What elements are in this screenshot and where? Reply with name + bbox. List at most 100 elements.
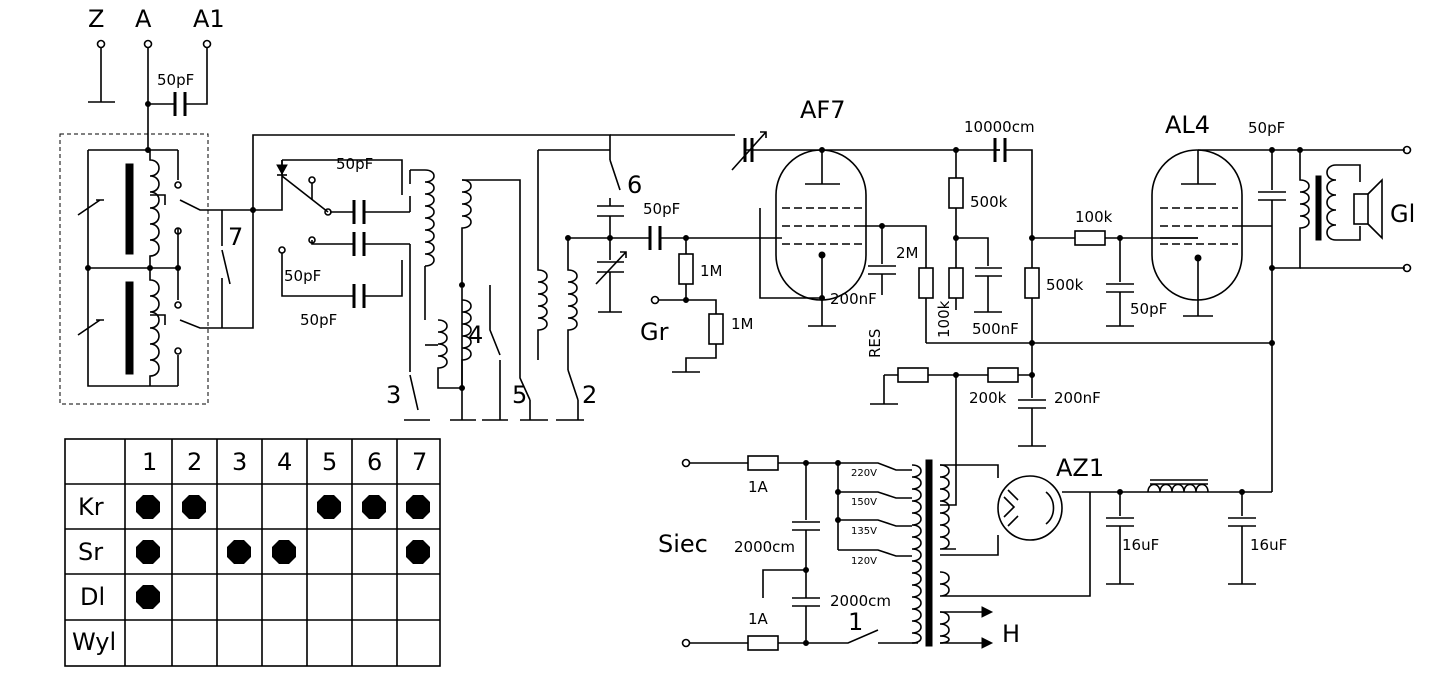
r-1m-b-label: 1M xyxy=(731,315,754,333)
contact xyxy=(174,181,182,189)
table-dot-sr-4 xyxy=(272,540,296,564)
table-header: 3 xyxy=(232,448,247,476)
res-label: RES xyxy=(866,329,884,358)
table-header: 6 xyxy=(367,448,382,476)
table-header: 2 xyxy=(187,448,202,476)
switch-6-label: 6 xyxy=(627,171,642,199)
terminal-out-1[interactable] xyxy=(1402,145,1412,155)
switch-2-label: 2 xyxy=(582,381,597,409)
r-2m-label: 2M xyxy=(896,244,919,262)
switch-4-label: 4 xyxy=(468,321,483,349)
v120-label: 120V xyxy=(851,556,877,567)
switch-7-label: 7 xyxy=(228,223,243,251)
table-dot-sr-1 xyxy=(136,540,160,564)
r-1m-a-label: 1M xyxy=(700,262,723,280)
coupling-network: 500k 100k 500nF 10000cm 500k 100k 50pF xyxy=(926,118,1272,346)
table-row-label: Wyl xyxy=(72,628,116,656)
terminal-z[interactable] xyxy=(96,39,106,49)
terminal-a1[interactable] xyxy=(202,39,212,49)
table-row-label: Dl xyxy=(80,583,105,611)
input-coil-box xyxy=(59,133,222,405)
fuse-2-label: 1A xyxy=(748,610,769,628)
c-grid-label: 50pF xyxy=(643,200,680,218)
c-sw1-label: 50pF xyxy=(336,155,373,173)
table-row-label: Sr xyxy=(78,538,103,566)
r-200k-label: 200k xyxy=(969,389,1007,407)
contact xyxy=(174,301,182,309)
table-row-label: Kr xyxy=(78,493,104,521)
tuning-section: 6 50pF Gr 1M 1M xyxy=(565,134,760,373)
al4-label: AL4 xyxy=(1165,111,1210,139)
c-sw3-label: 50pF xyxy=(300,311,337,329)
v135-label: 135V xyxy=(851,526,877,537)
antenna-terminals: Z A A1 50pF xyxy=(88,5,225,150)
siec-label: Siec xyxy=(658,530,708,558)
c-al4-label: 50pF xyxy=(1248,119,1285,137)
speaker-magnet xyxy=(1353,193,1369,225)
switch-1-label: 1 xyxy=(848,608,863,636)
switch-5-label: 5 xyxy=(512,381,527,409)
terminal-a[interactable] xyxy=(143,39,153,49)
rf-coils: 3 4 5 2 xyxy=(386,149,610,421)
c-ant-label: 50pF xyxy=(157,71,194,89)
terminal-gr[interactable] xyxy=(650,295,660,305)
table-dots xyxy=(136,495,430,609)
az1-rectifier: AZ1 16uF 16uF xyxy=(997,454,1287,585)
speaker-cone xyxy=(1367,178,1383,240)
c-10000-label: 10000cm xyxy=(964,118,1035,136)
c-2000-1-label: 2000cm xyxy=(734,538,795,556)
r-500k-a-label: 500k xyxy=(970,193,1008,211)
ferrite-core-upper xyxy=(125,163,134,255)
r-100k-h-label: 100k xyxy=(1075,208,1113,226)
terminal-h-label: H xyxy=(1002,620,1020,648)
terminal-a1-label: A1 xyxy=(193,5,225,33)
mains-terminal-2[interactable] xyxy=(681,638,691,648)
c-200n-k-label: 200nF xyxy=(830,290,877,308)
ferrite-core-lower xyxy=(125,281,134,375)
table-dot-kr-7 xyxy=(406,495,430,519)
table-dot-sr-3 xyxy=(227,540,251,564)
c-16u-1-label: 16uF xyxy=(1122,536,1159,554)
r-100k-v-label: 100k xyxy=(935,300,953,338)
v220-label: 220V xyxy=(851,468,877,479)
c-500n-label: 500nF xyxy=(972,320,1019,338)
switch-3-label: 3 xyxy=(386,381,401,409)
table-dot-kr-5 xyxy=(317,495,341,519)
fuse-1-label: 1A xyxy=(748,478,769,496)
table-header: 7 xyxy=(412,448,427,476)
contact xyxy=(174,227,182,235)
terminal-out-2[interactable] xyxy=(1402,263,1412,273)
af7-label: AF7 xyxy=(800,96,846,124)
table-dot-kr-2 xyxy=(182,495,206,519)
table-header: 4 xyxy=(277,448,292,476)
output-transformer-core xyxy=(1315,175,1322,241)
rotary-switch[interactable]: 50pF 50pF 50pF xyxy=(276,155,410,329)
terminal-gl-label: Gl xyxy=(1390,200,1415,228)
c-2000-2-label: 2000cm xyxy=(830,592,891,610)
af7-tube: AF7 200nF 2M RES xyxy=(731,96,1000,358)
table-header: 1 xyxy=(142,448,157,476)
table-dot-kr-1 xyxy=(136,495,160,519)
table-header: 5 xyxy=(322,448,337,476)
mains-transformer-core xyxy=(925,459,933,647)
r-500k-b-label: 500k xyxy=(1046,276,1084,294)
contact xyxy=(174,347,182,355)
v150-label: 150V xyxy=(851,497,877,508)
table-dot-kr-6 xyxy=(362,495,386,519)
band-switch-7[interactable]: 7 xyxy=(221,134,611,329)
terminal-z-label: Z xyxy=(88,5,104,33)
decoupling: 200k 200nF xyxy=(870,343,1101,506)
fuse-1 xyxy=(747,455,779,471)
fuse-2 xyxy=(747,635,779,651)
switch-table: 1 2 3 4 5 6 7 Kr Sr Dl Wyl xyxy=(64,438,441,667)
al4-tube: AL4 50pF Gl xyxy=(1151,111,1415,492)
c-sw2-label: 50pF xyxy=(284,267,321,285)
mains-terminal-1[interactable] xyxy=(681,458,691,468)
c-200n-f-label: 200nF xyxy=(1054,389,1101,407)
terminal-a-label: A xyxy=(135,5,152,33)
table-dot-sr-7 xyxy=(406,540,430,564)
terminal-gr-label: Gr xyxy=(640,318,669,346)
c-50p-g-label: 50pF xyxy=(1130,300,1167,318)
table-dot-dl-1 xyxy=(136,585,160,609)
